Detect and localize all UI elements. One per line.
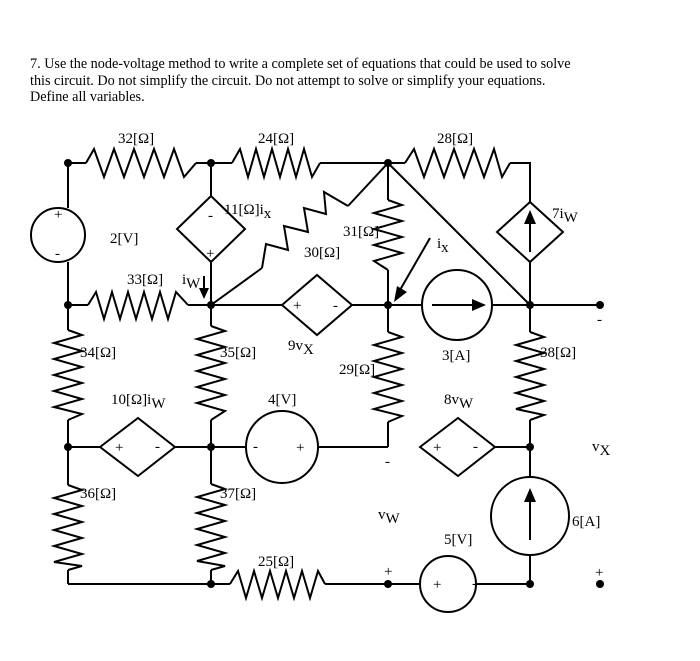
polarity-plus: +	[433, 440, 441, 456]
resistor-33	[87, 288, 189, 323]
problem-line-3: Define all variables.	[30, 89, 145, 106]
nodes	[64, 159, 604, 588]
polarity-minus: -	[472, 576, 477, 592]
voltage-source-2v	[30, 207, 86, 263]
label-r37: 37[Ω]	[220, 486, 256, 502]
wire-30-left	[210, 267, 263, 306]
label-r32: 32[Ω]	[118, 131, 154, 147]
polarity-minus: -	[333, 298, 338, 314]
label-2v: 2[V]	[110, 231, 138, 247]
label-dep-9vx: 9vX	[288, 338, 314, 358]
resistor-36	[50, 484, 86, 571]
label-r36: 36[Ω]	[80, 486, 116, 502]
label-3a: 3[A]	[442, 348, 470, 364]
resistor-32	[85, 146, 197, 180]
polarity-minus: -	[385, 454, 390, 470]
problem-line-2: this circuit. Do not simplify the circui…	[30, 72, 546, 89]
polarity-minus: -	[55, 246, 60, 262]
label-vx: vX	[592, 439, 611, 459]
label-5v: 5[V]	[444, 532, 472, 548]
current-source-6a	[490, 476, 570, 556]
polarity-marks: + - - + + - - + - - + + - - + + - +	[54, 207, 603, 593]
polarity-minus: -	[597, 312, 602, 328]
resistor-34	[50, 329, 86, 421]
dep-current-source-7iw	[495, 200, 565, 264]
polarity-plus: +	[206, 246, 214, 262]
polarity-plus: +	[433, 577, 441, 593]
polarity-plus: +	[595, 565, 603, 581]
label-dep-8vw: 8vW	[444, 392, 474, 412]
polarity-plus: +	[384, 564, 392, 580]
voltage-source-5v	[419, 555, 477, 613]
wire-diag	[387, 162, 531, 306]
label-ix: ix	[437, 236, 449, 256]
voltage-source-4v	[245, 410, 319, 484]
resistor-30	[261, 190, 349, 269]
polarity-minus: -	[155, 439, 160, 455]
wire-30-right	[347, 162, 389, 207]
polarity-minus: -	[208, 208, 213, 224]
resistor-25	[229, 567, 326, 602]
resistor-24	[231, 145, 321, 181]
label-dep-10iw: 10[Ω]iW	[111, 392, 166, 412]
wire-top-right	[510, 162, 531, 202]
resistor-37	[193, 483, 229, 571]
polarity-plus: +	[293, 298, 301, 314]
label-r28: 28[Ω]	[437, 131, 473, 147]
resistor-35	[193, 325, 229, 421]
dep-voltage-source-9vx	[280, 273, 354, 337]
polarity-minus: -	[253, 439, 258, 455]
polarity-plus: +	[296, 440, 304, 456]
iw-arrow	[199, 276, 209, 299]
label-r30: 30[Ω]	[304, 245, 340, 261]
dep-voltage-source-10iw	[98, 416, 177, 478]
label-r25: 25[Ω]	[258, 554, 294, 570]
label-r33: 33[Ω]	[127, 272, 163, 288]
problem-line-1: 7. Use the node-voltage method to write …	[30, 56, 571, 72]
label-dep-11ix: 11[Ω]ix	[224, 202, 272, 222]
label-r34: 34[Ω]	[80, 345, 116, 361]
label-r35: 35[Ω]	[220, 345, 256, 361]
label-6a: 6[A]	[572, 514, 600, 530]
label-4v: 4[V]	[268, 392, 296, 408]
current-source-3a	[421, 269, 493, 341]
label-r31: 31[Ω]	[343, 224, 379, 240]
label-iw: iW	[182, 272, 201, 292]
dep-voltage-source-11ix	[175, 194, 247, 264]
polarity-plus: +	[115, 440, 123, 456]
label-vw: vW	[378, 507, 401, 527]
label-r29: 29[Ω]	[339, 362, 375, 378]
label-dep-7iw: 7iW	[552, 206, 579, 226]
resistor-28	[404, 145, 511, 180]
dep-voltage-source-8vw	[418, 416, 497, 478]
resistor-29	[370, 331, 406, 423]
resistor-31	[370, 199, 406, 271]
polarity-minus: -	[473, 439, 478, 455]
ix-arrow	[394, 237, 431, 302]
problem-statement: 7. Use the node-voltage method to write …	[30, 56, 670, 106]
polarity-plus: +	[54, 207, 62, 223]
label-r38: 38[Ω]	[540, 345, 576, 361]
resistor-38	[512, 331, 548, 421]
label-r24: 24[Ω]	[258, 131, 294, 147]
